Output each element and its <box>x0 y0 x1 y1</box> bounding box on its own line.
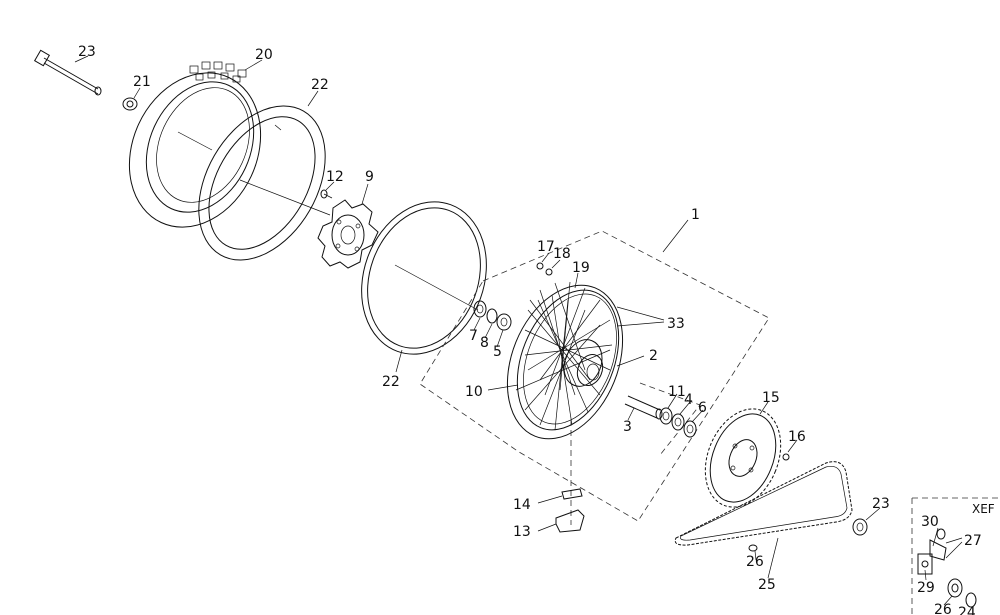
callout-6: 6 <box>698 400 707 416</box>
bearing-part <box>496 313 512 331</box>
callout-24: 23 <box>78 44 96 60</box>
callout-12: 12 <box>326 169 344 185</box>
callout-13: 13 <box>513 524 531 540</box>
spacer-right-part <box>683 420 697 438</box>
callout-7: 7 <box>469 328 478 344</box>
callout-15: 15 <box>762 390 780 406</box>
axle-part <box>33 49 102 96</box>
bearing-right-part <box>659 407 673 425</box>
callout-22: 22 <box>382 374 400 390</box>
axle-nut-right-part <box>852 518 868 536</box>
callout-17: 17 <box>537 239 555 255</box>
chain-link-part <box>748 544 758 552</box>
inner-tube-part <box>198 105 331 261</box>
seal-right-part <box>671 413 685 431</box>
callout-31: 30 <box>921 514 939 530</box>
callout-23-right: 23 <box>872 496 890 512</box>
callout-20: 20 <box>255 47 273 63</box>
callout-30: 29 <box>917 580 935 596</box>
callout-1: 1 <box>691 207 700 223</box>
callout-16: 16 <box>788 429 806 445</box>
callout-26: 26 <box>934 602 952 615</box>
chain-part <box>674 461 853 546</box>
callout-18: 18 <box>553 246 571 262</box>
tyre-part <box>128 61 262 228</box>
disc-bolt-part <box>320 189 333 199</box>
callout-5: 5 <box>493 344 502 360</box>
rim-tape-part <box>361 201 487 355</box>
sprocket-bolt-part <box>782 453 790 461</box>
callout-4: 4 <box>684 392 693 408</box>
leader-lines <box>74 55 963 606</box>
callout-9: 9 <box>365 169 374 185</box>
callout-8: 8 <box>480 335 489 351</box>
callout-21: 22 <box>311 77 329 93</box>
sprocket-assembly-outline <box>639 382 701 456</box>
spacer-part <box>486 308 498 324</box>
callout-2: 2 <box>649 348 658 364</box>
callout-14: 14 <box>513 497 531 513</box>
callout-28: 26 <box>746 554 764 570</box>
spacer-tube-part <box>624 395 663 420</box>
variant-label: XEF <box>972 502 995 516</box>
nipple-part <box>536 262 553 276</box>
seal-part <box>473 300 487 318</box>
callout-27: 25 <box>758 577 776 593</box>
callout-19: 19 <box>572 260 590 276</box>
callout-10: 10 <box>465 384 483 400</box>
callout-33: 33 <box>667 316 685 332</box>
callout-25: 24 <box>958 605 976 615</box>
valve-part <box>555 509 585 533</box>
wheel-assembly-outline <box>419 230 770 522</box>
valve-cap-part <box>561 488 583 500</box>
callout-11: 11 <box>668 384 686 400</box>
brake-disc-part <box>317 199 379 269</box>
callout-3: 3 <box>623 419 632 435</box>
callout-23-left: 21 <box>133 74 151 90</box>
variant-inset <box>911 497 1000 615</box>
spoked-wheel-part <box>506 281 624 440</box>
callout-29: 27 <box>964 533 982 549</box>
sprocket-part <box>704 408 782 508</box>
axle-nut-part <box>122 97 138 111</box>
